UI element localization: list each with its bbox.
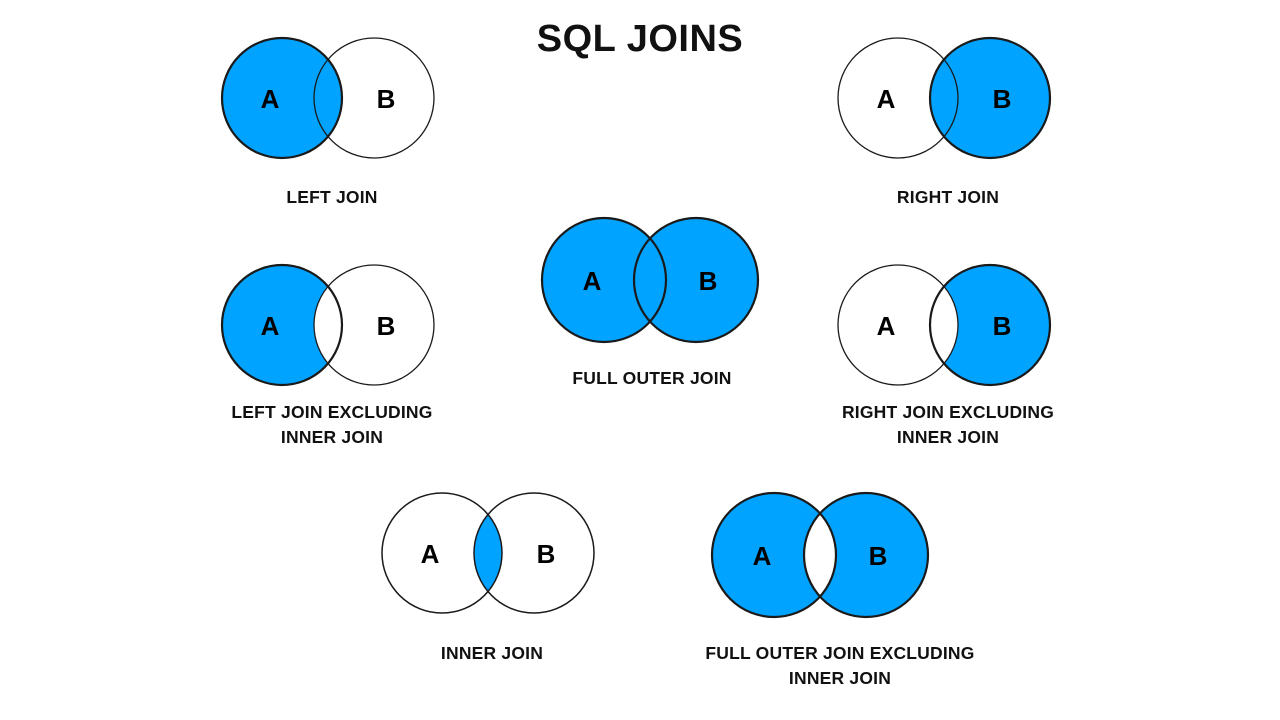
- circle-b-fill: [634, 218, 758, 342]
- circle-a-fill: [382, 493, 502, 613]
- set-label-b: B: [537, 539, 556, 569]
- circle-b-outline: [313, 264, 435, 386]
- venn-svg-left-join-excluding-inner-join: A B: [220, 263, 435, 387]
- circle-b-outline: [928, 263, 1052, 387]
- caption-right-join: RIGHT JOIN: [896, 187, 1000, 207]
- page-title: SQL JOINS: [536, 18, 744, 60]
- circle-a-outline: [710, 491, 838, 619]
- circle-a-outline: [220, 263, 344, 387]
- venn-svg-right-join-excluding-inner-join: A B: [837, 263, 1052, 387]
- venn-diagram-left-join-excluding-inner-join: A B: [212, 257, 442, 397]
- venn-diagram-inner-join: A B: [372, 485, 602, 625]
- venn-diagram-left-join: A B: [212, 30, 442, 170]
- set-label-a: A: [877, 84, 896, 114]
- circle-b-outline: [473, 492, 595, 614]
- circle-a-outline: [381, 492, 503, 614]
- set-label-a: A: [261, 84, 280, 114]
- caption-full-outer-join-excluding-inner-join: FULL OUTER JOIN EXCLUDING INNER JOIN: [705, 643, 975, 688]
- circle-b-fill: [314, 38, 434, 158]
- caption-left-join-excluding-inner-join: LEFT JOIN EXCLUDING INNER JOIN: [231, 402, 433, 447]
- circle-b-fill: [804, 493, 928, 617]
- venn-svg-right-join: A B: [837, 36, 1052, 160]
- circle-a-outline: [540, 216, 668, 344]
- circle-a-fill: [542, 218, 666, 342]
- set-label-a: A: [583, 266, 602, 296]
- set-label-b: B: [993, 311, 1012, 341]
- set-label-a: A: [877, 311, 896, 341]
- venn-svg-full-outer-join: A B: [540, 216, 760, 344]
- circle-a-outline: [837, 264, 959, 386]
- caption-left-join: LEFT JOIN: [286, 187, 378, 207]
- circle-b-outline: [802, 491, 930, 619]
- set-label-b: B: [377, 84, 396, 114]
- set-label-b: B: [699, 266, 718, 296]
- venn-diagram-right-join: A B: [828, 30, 1058, 170]
- circle-a-fill: [838, 265, 958, 385]
- venn-svg-full-outer-join-excluding-inner-join: A B: [710, 491, 930, 619]
- venn-svg-left-join: A B: [220, 36, 435, 160]
- set-label-a: A: [753, 541, 772, 571]
- circle-a-fill: [838, 38, 958, 158]
- circle-b-outline: [632, 216, 760, 344]
- caption-full-outer-join: FULL OUTER JOIN: [572, 368, 732, 388]
- circle-a-fill: [712, 493, 836, 617]
- caption-right-join-excluding-inner-join: RIGHT JOIN EXCLUDING INNER JOIN: [841, 402, 1055, 447]
- circle-a-fill: [222, 265, 342, 385]
- circle-a-outline: [837, 37, 959, 159]
- circle-b-outline: [313, 37, 435, 159]
- circle-a-outline: [220, 36, 344, 160]
- circle-b-fill: [930, 265, 1050, 385]
- caption-inner-join: INNER JOIN: [440, 643, 544, 663]
- set-label-b: B: [993, 84, 1012, 114]
- circle-b-outline: [928, 36, 1052, 160]
- venn-diagram-full-outer-join-excluding-inner-join: A B: [702, 485, 938, 629]
- venn-svg-inner-join: A B: [381, 492, 595, 614]
- set-label-b: B: [377, 311, 396, 341]
- venn-diagram-right-join-excluding-inner-join: A B: [828, 257, 1058, 397]
- circle-b-fill: [314, 265, 434, 385]
- set-label-a: A: [261, 311, 280, 341]
- set-label-b: B: [869, 541, 888, 571]
- set-label-a: A: [421, 539, 440, 569]
- circle-a-fill: [222, 38, 342, 158]
- circle-b-fill: [930, 38, 1050, 158]
- circle-b-fill: [474, 493, 594, 613]
- venn-diagram-full-outer-join: A B: [532, 210, 768, 354]
